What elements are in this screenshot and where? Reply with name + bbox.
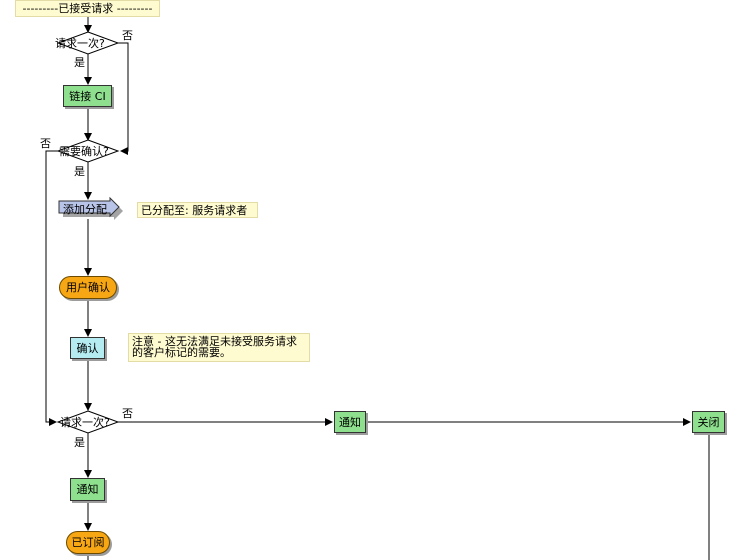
link-ci-action[interactable]: 链接 CI [63,85,112,107]
warning-note: 注意 - 这无法满足未接受服务请求 的客户标记的需要。 [128,333,310,362]
decision2-diamond [56,139,120,163]
decision3-label: 请求一次? [60,416,110,429]
decision1-label: 请求一次? [55,37,105,50]
subscribed-state[interactable]: 已订阅 [66,531,110,554]
notify-action-left[interactable]: 通知 [70,478,105,501]
accepted-request-banner: ---------已接受请求 --------- [15,0,160,17]
decision3-yes-label: 是 [74,436,85,449]
close-action[interactable]: 关闭 [692,411,725,433]
subscribed-label: 已订阅 [71,536,105,549]
warning-note-line-1: 注意 - 这无法满足未接受服务请求 [132,335,297,348]
decision2-label: 需要确认? [59,145,109,158]
notify-action-right[interactable]: 通知 [334,411,366,433]
decision3-diamond [56,410,120,434]
assignment-note-text: 已分配至: 服务请求者 [141,203,248,217]
decision2-no-label: 否 [40,137,51,150]
decision3-no-label: 否 [122,407,133,420]
decision1-no-label: 否 [122,29,133,42]
connector-group [45,17,710,560]
assignment-note: 已分配至: 服务请求者 [137,202,258,218]
notify-left-label: 通知 [76,483,99,496]
close-label: 关闭 [697,415,720,429]
confirm-label: 确认 [76,341,99,355]
confirm-action[interactable]: 确认 [70,337,105,359]
connector-decision2-no [45,150,60,426]
user-confirm-state[interactable]: 用户确认 [59,276,117,299]
add-assignment-label[interactable]: 添加分配 [63,203,107,216]
decision2-yes-label: 是 [74,165,85,178]
user-confirm-label: 用户确认 [66,281,110,294]
decision1-yes-label: 是 [74,56,85,69]
warning-note-line-2: 的客户标记的需要。 [132,346,231,359]
link-ci-label: 链接 CI [69,89,106,103]
add-assignment-shape [58,196,120,218]
accepted-request-banner-text: ---------已接受请求 --------- [22,2,153,15]
decision1-diamond [56,31,120,55]
notify-right-label: 通知 [339,415,361,429]
